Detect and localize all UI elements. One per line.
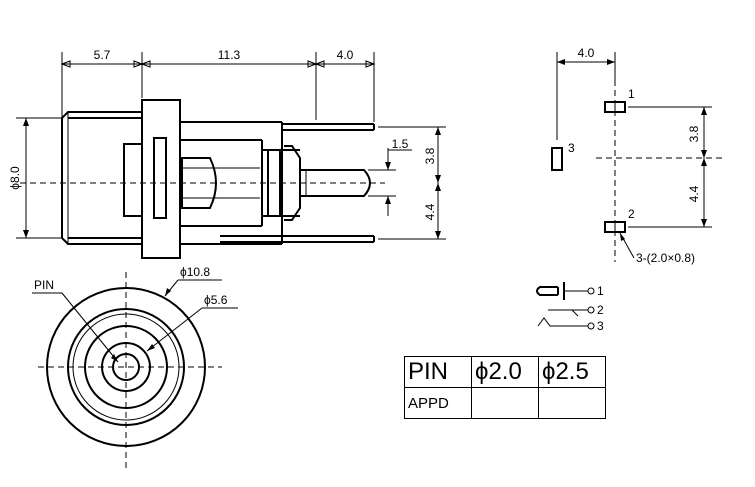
pcb-dim-3-8: 3.8 xyxy=(687,125,701,142)
pad-1-label: 1 xyxy=(628,87,635,101)
pin-table: PIN ϕ2.0 ϕ2.5 APPD xyxy=(404,356,606,419)
pad-1 xyxy=(604,101,626,113)
table-cell-empty-1 xyxy=(471,387,539,419)
table-cell-empty-2 xyxy=(538,387,606,419)
table-row: PIN ϕ2.0 ϕ2.5 xyxy=(404,356,606,388)
table-cell-pin: PIN xyxy=(404,356,472,388)
dim-1-5: 1.5 xyxy=(392,137,409,151)
pad-2-label: 2 xyxy=(628,207,635,221)
schematic-terminal-2: 2 xyxy=(597,303,604,317)
schematic-terminal-3: 3 xyxy=(597,319,604,333)
dim-4-4: 4.4 xyxy=(423,203,437,220)
dim-dia-8-0: ϕ8.0 xyxy=(8,166,22,190)
table-cell-phi-2-5: ϕ2.5 xyxy=(538,356,606,388)
pin-label: PIN xyxy=(34,278,54,292)
dim-5-7: 5.7 xyxy=(94,48,111,62)
dim-dia-5-6: ϕ5.6 xyxy=(204,293,228,307)
schematic-terminal-1: 1 xyxy=(597,284,604,298)
table-row: APPD xyxy=(404,387,606,419)
pcb-layout: 4.0 1 2 3 3.8 4.4 3-(2.0×0.8) xyxy=(551,46,722,265)
pcb-dim-4-4: 4.4 xyxy=(687,185,701,202)
front-view: PIN ϕ10.8 ϕ5.6 xyxy=(32,265,238,470)
pad-3 xyxy=(551,147,563,171)
pad-2 xyxy=(604,221,626,233)
side-view: 5.7 11.3 4.0 ϕ8.0 xyxy=(8,48,446,259)
pcb-dim-4-0: 4.0 xyxy=(578,46,595,60)
dim-3-8: 3.8 xyxy=(423,147,437,164)
pad-3-label: 3 xyxy=(568,141,575,155)
schematic-symbol: 1 2 3 xyxy=(536,282,604,333)
dim-dia-10-8: ϕ10.8 xyxy=(180,265,210,279)
dim-11-3: 11.3 xyxy=(218,48,241,62)
dim-4-0: 4.0 xyxy=(337,48,354,62)
table-cell-appd: APPD xyxy=(404,387,472,419)
pad-size-note: 3-(2.0×0.8) xyxy=(636,251,695,265)
table-cell-phi-2-0: ϕ2.0 xyxy=(471,356,539,388)
